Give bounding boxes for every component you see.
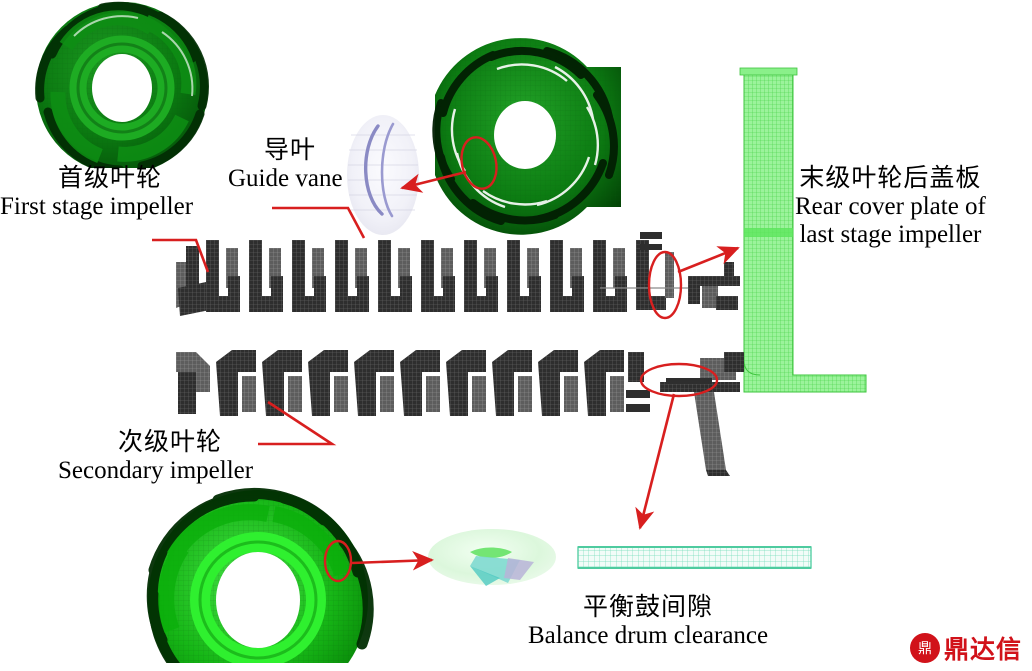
rear-cover-callout-arrow [677, 246, 740, 274]
label-guide-vane-cn: 导叶 [264, 137, 317, 164]
balance-drum-clearance-mesh [577, 546, 812, 569]
label-first-stage-impeller-cn: 首级叶轮 [58, 165, 163, 192]
label-guide-vane: 导叶 Guide vane [228, 137, 343, 193]
secondary-impeller-render [140, 487, 380, 671]
balance-drum-callout-ellipse [639, 362, 719, 398]
label-balance-drum-clearance-cn: 平衡鼓间隙 [583, 594, 714, 621]
last-stage-impeller-render [432, 38, 621, 235]
label-secondary-impeller-en: Secondary impeller [58, 457, 254, 484]
blade-detail-callout-arrow [351, 550, 434, 571]
label-rear-cover-plate-en-line2: last stage impeller [799, 221, 982, 248]
watermark-logo: 鼎 鼎达信 [910, 630, 1022, 666]
guide-vane-render [347, 115, 419, 235]
label-balance-drum-clearance-en: Balance drum clearance [528, 622, 769, 649]
label-secondary-impeller-cn: 次级叶轮 [118, 429, 223, 456]
label-first-stage-impeller-en: First stage impeller [0, 193, 194, 220]
label-first-stage-impeller: 首级叶轮 First stage impeller [0, 165, 193, 221]
guide-vane-callout-ellipse [460, 136, 498, 190]
logo-mark-icon: 鼎 [910, 633, 940, 663]
rear-cover-callout-ellipse [647, 250, 683, 320]
balance-drum-callout-arrow [635, 393, 676, 530]
first-stage-impeller-leader [152, 238, 210, 273]
label-rear-cover-plate-en-line1: Rear cover plate of [795, 193, 986, 220]
label-balance-drum-clearance: 平衡鼓间隙 Balance drum clearance [528, 594, 768, 650]
guide-vane-callout-arrow [400, 170, 467, 193]
blade-detail-view [428, 529, 556, 586]
label-secondary-impeller: 次级叶轮 Secondary impeller [58, 429, 253, 485]
label-rear-cover-plate: 末级叶轮后盖板 Rear cover plate of last stage i… [795, 165, 986, 249]
upper-stage-mesh-row [176, 232, 740, 316]
logo-text: 鼎达信 [944, 635, 1023, 664]
first-stage-impeller-render [28, 1, 218, 176]
label-rear-cover-plate-cn: 末级叶轮后盖板 [799, 165, 982, 192]
blade-detail-callout-ellipse [323, 539, 353, 583]
guide-vane-leader [272, 206, 366, 239]
label-guide-vane-en: Guide vane [228, 165, 343, 192]
secondary-impeller-leader [258, 400, 337, 446]
lower-stage-mesh-row [176, 350, 744, 476]
